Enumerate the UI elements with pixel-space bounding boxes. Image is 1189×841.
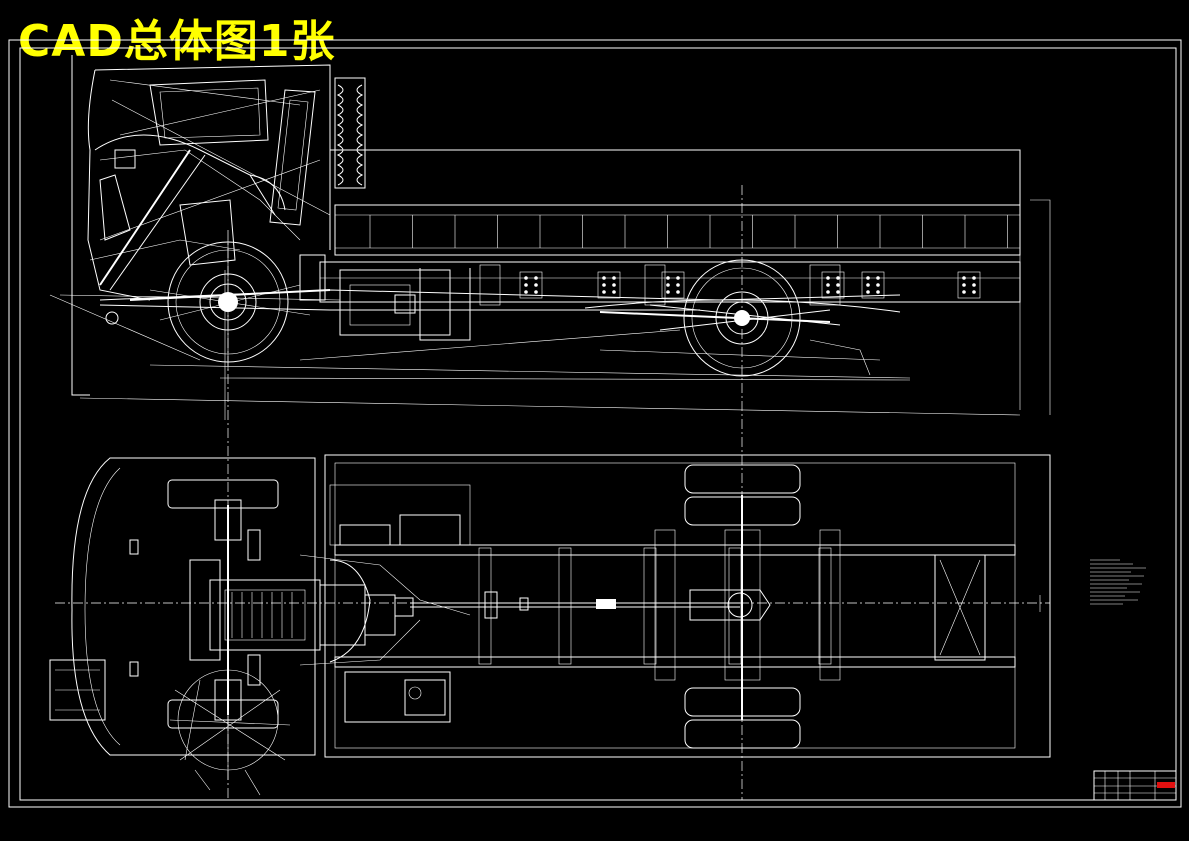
cab-plan xyxy=(49,457,316,756)
cross-member xyxy=(643,547,657,665)
bolt-group xyxy=(661,271,685,299)
cab-side xyxy=(71,55,331,396)
sheet-border xyxy=(8,39,1182,808)
cross-member xyxy=(478,547,492,665)
engine-plan xyxy=(209,554,471,666)
overlay-title: CAD总体图1张 xyxy=(18,16,336,67)
cross-member xyxy=(818,547,832,665)
bolt-group xyxy=(597,271,621,299)
front-axle-plan xyxy=(169,499,291,796)
axle-center-lines xyxy=(224,185,743,800)
cross-member xyxy=(728,547,742,665)
title-block-accent xyxy=(1157,782,1175,788)
driveshaft-plan xyxy=(410,589,771,621)
bolt-group xyxy=(821,271,845,299)
cargo-box-side xyxy=(330,149,1051,415)
technical-notes xyxy=(1090,559,1146,605)
frame-side xyxy=(59,261,1021,341)
frame-plan xyxy=(324,454,1051,758)
ground-lines xyxy=(49,294,1021,416)
bolt-group xyxy=(957,271,981,299)
cross-member xyxy=(558,547,572,665)
front-wheel-side xyxy=(149,240,311,370)
rear-axle-plan xyxy=(654,464,841,749)
plan-view xyxy=(49,454,1051,796)
bellows-side xyxy=(334,77,366,189)
side-view xyxy=(49,55,1051,416)
title-block xyxy=(1093,770,1177,801)
bolt-group xyxy=(519,271,543,299)
bolt-group xyxy=(861,271,885,299)
